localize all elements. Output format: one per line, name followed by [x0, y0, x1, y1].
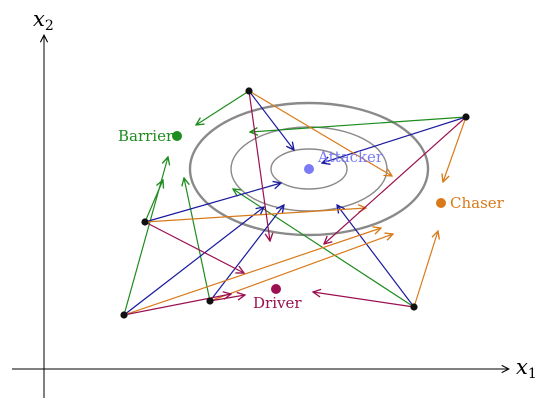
edge	[324, 116, 467, 244]
edge	[413, 231, 438, 308]
edge	[123, 228, 381, 316]
edge	[248, 90, 392, 176]
attacker-label: Attacker	[317, 148, 384, 166]
edge	[250, 116, 467, 132]
barrier-label: Barrier	[118, 127, 174, 145]
x-axis-label: x1	[516, 355, 537, 382]
edge	[209, 295, 245, 302]
edge	[123, 294, 231, 316]
green-edges	[123, 90, 467, 316]
agent-node	[245, 87, 253, 95]
agents	[120, 87, 470, 319]
agent-node	[120, 311, 128, 319]
agent-node	[410, 303, 418, 311]
orange-edges	[123, 90, 467, 316]
edge	[209, 205, 284, 302]
blue-edges	[123, 90, 467, 316]
agent-node	[141, 218, 149, 226]
edge	[144, 221, 244, 273]
attacker-point	[304, 164, 314, 174]
edge	[144, 208, 366, 223]
inner-ellipse	[270, 148, 348, 190]
barrier-point	[172, 131, 182, 141]
crimson-edges	[123, 90, 467, 316]
edge	[313, 292, 415, 308]
edge	[184, 178, 211, 302]
edge	[248, 90, 270, 241]
edge	[248, 90, 294, 150]
edge	[322, 116, 467, 163]
chaser-point	[436, 198, 446, 208]
edge	[123, 207, 264, 316]
y-axis-label: x2	[33, 7, 54, 34]
edge	[337, 205, 415, 308]
edge	[209, 234, 393, 302]
chaser-label: Chaser	[450, 194, 505, 212]
edge	[443, 116, 467, 182]
outer-ellipse	[188, 101, 430, 237]
edge	[123, 157, 168, 316]
edge	[144, 180, 163, 223]
driver-point	[271, 284, 281, 294]
edge	[144, 183, 281, 223]
agent-node	[462, 113, 470, 121]
driver-label: Driver	[253, 294, 302, 312]
edge	[196, 90, 250, 125]
agent-node	[206, 297, 214, 305]
